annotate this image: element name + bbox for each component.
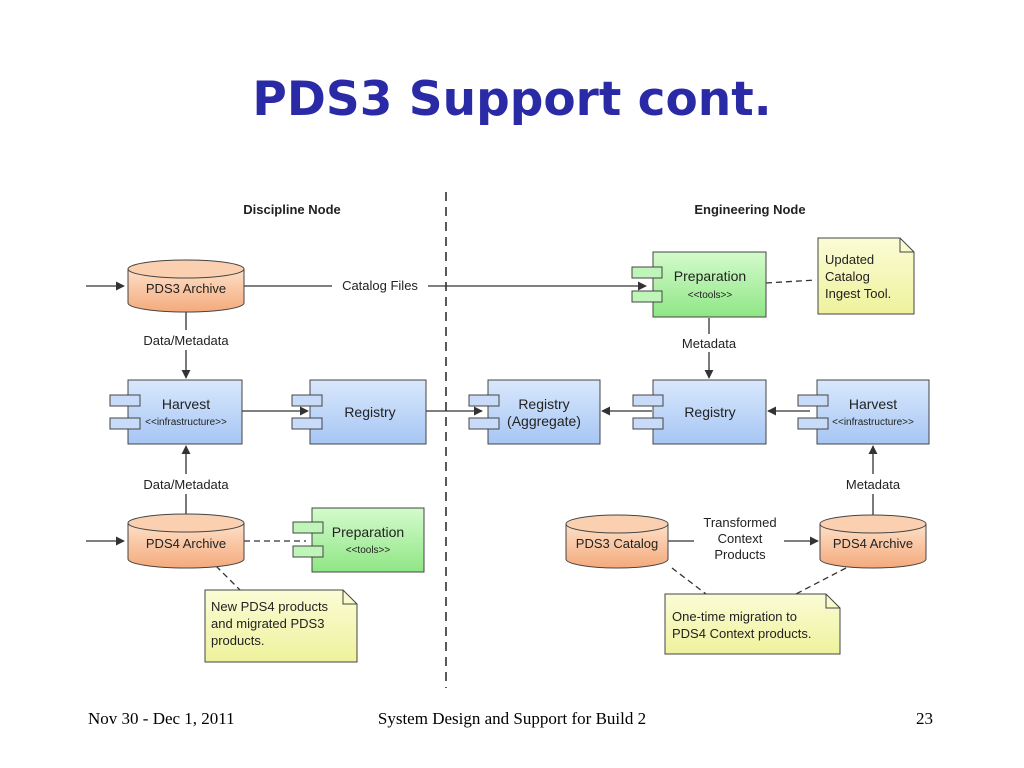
metadata-label-bottom: Metadata (846, 477, 901, 492)
edges (86, 279, 878, 597)
pds3-archive-left-label: PDS3 Archive (146, 281, 226, 296)
component-icon-tab (291, 417, 323, 430)
preparation-left[interactable]: Preparation <<tools>> (292, 507, 425, 573)
note-one-time-line-2: PDS4 Context products. (672, 626, 811, 641)
engineering-node-header: Engineering Node (694, 202, 805, 217)
component-icon-tab (797, 417, 829, 430)
page-number: 23 (916, 709, 933, 728)
slide-title: PDS3 Support cont. (252, 72, 772, 127)
registry-right[interactable]: Registry (632, 379, 767, 445)
pds3-catalog-label: PDS3 Catalog (576, 536, 658, 551)
note-new-pds4-line-1: New PDS4 products (211, 599, 329, 614)
pds4-right-note-dashed (791, 567, 847, 597)
note-updated-catalog-line-1: Updated (825, 252, 874, 267)
component-icon-tab (291, 394, 323, 407)
preparation-left-stereotype: <<tools>> (346, 545, 391, 556)
transformed-label-2: Context (718, 531, 763, 546)
component-icon-tab (797, 394, 829, 407)
harvest-right-label: Harvest (849, 396, 897, 412)
registry-aggregate[interactable]: Registry (Aggregate) (468, 379, 601, 445)
component-icon-tab (631, 290, 663, 303)
preparation-right-label: Preparation (674, 268, 746, 284)
component-icon-tab (631, 266, 663, 279)
preparation-right-stereotype: <<tools>> (688, 290, 733, 301)
pds4-archive-left-label: PDS4 Archive (146, 536, 226, 551)
catalog-files-label: Catalog Files (342, 278, 418, 293)
harvest-right[interactable]: Harvest <<infrastructure>> (797, 379, 930, 445)
registry-right-label: Registry (684, 404, 735, 420)
component-icon-tab (109, 417, 141, 430)
preparation-left-label: Preparation (332, 524, 404, 540)
footer-date: Nov 30 - Dec 1, 2011 (88, 709, 235, 728)
component-icon-tab (109, 394, 141, 407)
registry-aggregate-label-2: (Aggregate) (507, 413, 581, 429)
pds3-archive-left[interactable]: PDS3 Archive (127, 259, 245, 313)
registry-aggregate-label-1: Registry (518, 396, 569, 412)
note-one-time-migration: One-time migration to PDS4 Context produ… (664, 593, 841, 655)
note-one-time-line-1: One-time migration to (672, 609, 797, 624)
note-new-pds4-line-3: products. (211, 633, 264, 648)
pds4-archive-right-label: PDS4 Archive (833, 536, 913, 551)
component-icon-tab (468, 417, 500, 430)
data-metadata-label-top: Data/Metadata (143, 333, 229, 348)
transformed-label-3: Products (714, 547, 766, 562)
component-icon-tab (632, 417, 664, 430)
note-new-pds4-line-2: and migrated PDS3 (211, 616, 324, 631)
data-metadata-label-bottom: Data/Metadata (143, 477, 229, 492)
registry-left[interactable]: Registry (291, 379, 427, 445)
component-icon-tab (632, 394, 664, 407)
harvest-left-stereotype: <<infrastructure>> (145, 417, 227, 428)
prep-note-dashed (765, 279, 817, 284)
harvest-left[interactable]: Harvest <<infrastructure>> (109, 379, 243, 445)
harvest-left-label: Harvest (162, 396, 210, 412)
pds3-catalog[interactable]: PDS3 Catalog (565, 514, 669, 569)
note-new-pds4: New PDS4 products and migrated PDS3 prod… (204, 589, 358, 663)
pds4-note-dashed (215, 565, 241, 591)
transformed-label-1: Transformed (703, 515, 776, 530)
component-icon-tab (292, 545, 324, 558)
component-icon-tab (292, 521, 324, 534)
note-updated-catalog-line-3: Ingest Tool. (825, 286, 891, 301)
pds4-archive-left[interactable]: PDS4 Archive (127, 513, 245, 569)
note-updated-catalog-line-2: Catalog (825, 269, 870, 284)
discipline-node-header: Discipline Node (243, 202, 341, 217)
footer-title: System Design and Support for Build 2 (377, 709, 647, 728)
pds4-archive-right[interactable]: PDS4 Archive (819, 514, 927, 569)
preparation-right[interactable]: Preparation <<tools>> (631, 251, 767, 318)
metadata-label-top: Metadata (682, 336, 737, 351)
registry-left-label: Registry (344, 404, 395, 420)
catalog-note-dashed (671, 567, 707, 595)
note-updated-catalog: Updated Catalog Ingest Tool. (817, 237, 915, 315)
harvest-right-stereotype: <<infrastructure>> (832, 417, 914, 428)
component-icon-tab (468, 394, 500, 407)
